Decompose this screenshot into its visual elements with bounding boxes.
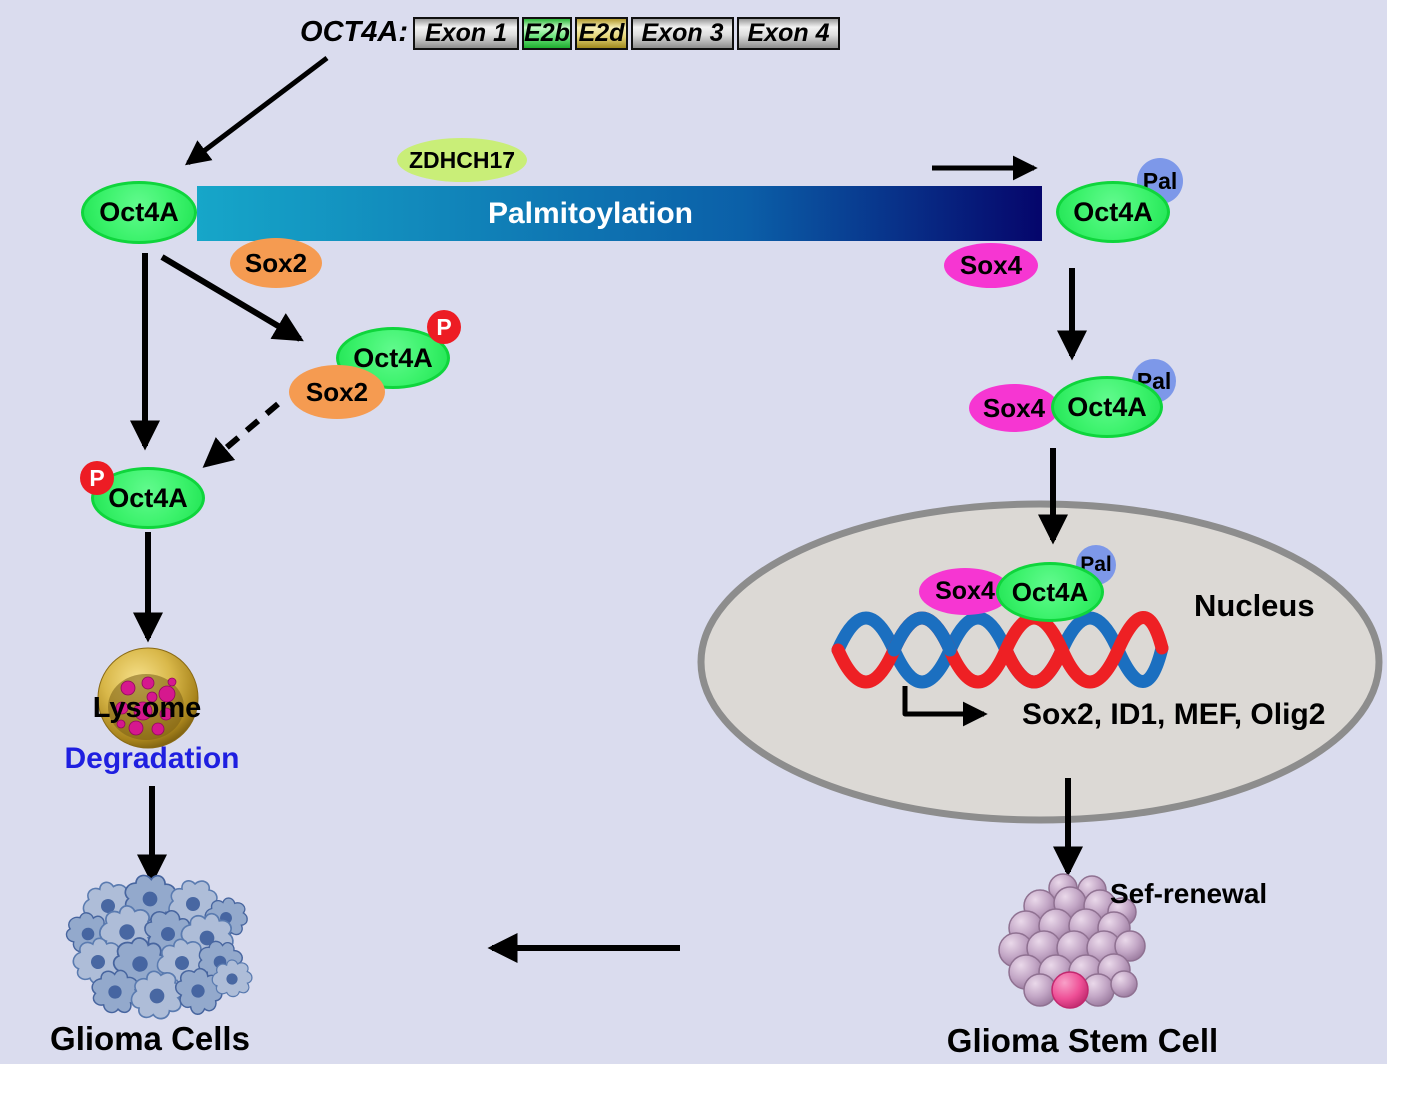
palmitoylation-bar-label: Palmitoylation — [487, 196, 694, 230]
exon-2d-box: E2d — [575, 17, 628, 50]
exon-1-box: Exon 1 — [413, 17, 519, 50]
dna-helix — [831, 611, 1169, 689]
self-renewal-label: Sef-renewal — [1110, 878, 1268, 909]
exon-structure-row: Exon 1 E2b E2d Exon 3 Exon 4 — [413, 17, 840, 50]
sox4-in-nucleus: Sox4 — [919, 568, 1011, 615]
phospho-badge: P — [80, 461, 114, 495]
palmitoylation-bar: Palmitoylation — [197, 186, 1042, 241]
oct4a-protein-cytoplasm: Oct4A — [81, 181, 197, 244]
dashed-arrow-sox2-complex-to-phospho-oct4a — [202, 401, 280, 468]
glioma-stem-cell-illustration — [998, 873, 1146, 1009]
oct4a-in-complex: Oct4A — [1051, 376, 1163, 438]
exon-4-box: Exon 4 — [737, 17, 840, 50]
stem-cell-pink-cell — [1051, 971, 1089, 1009]
pathway-arrows — [130, 56, 1087, 963]
oct4a-phospho-sox2-complex: Oct4A — [336, 327, 450, 389]
glioma-cells-label: Glioma Cells — [50, 1020, 250, 1057]
exon-3-box: Exon 3 — [631, 17, 734, 50]
exon-2b-box: E2b — [522, 17, 572, 50]
sox2-protein-membrane: Sox2 — [230, 238, 322, 288]
gene-name-label: OCT4A: — [300, 16, 408, 48]
sox2-in-complex: Sox2 — [289, 365, 385, 419]
transcription-arrow — [902, 686, 988, 727]
nucleus-ellipse — [697, 500, 1383, 824]
lysosome-label: Lysome — [92, 692, 202, 724]
target-genes-label: Sox2, ID1, MEF, Olig2 — [1022, 698, 1326, 731]
sox4-in-complex: Sox4 — [969, 384, 1059, 432]
degradation-label: Degradation — [64, 742, 240, 775]
zdhch17-enzyme: ZDHCH17 — [397, 138, 527, 182]
phospho-badge-complex: P — [427, 310, 461, 344]
glioma-cells-illustration — [59, 863, 256, 1023]
sox4-protein-membrane: Sox4 — [944, 243, 1038, 288]
lysosome-illustration — [97, 647, 199, 749]
nucleus-label: Nucleus — [1194, 588, 1315, 623]
glioma-stem-cell-label: Glioma Stem Cell — [946, 1022, 1219, 1059]
arrow-gene-to-oct4a — [185, 56, 329, 166]
oct4a-palmitoylated: Oct4A — [1056, 181, 1170, 243]
oct4a-in-nucleus: Oct4A — [996, 562, 1104, 622]
arrow-oct4a-to-sox2-complex — [160, 254, 304, 342]
